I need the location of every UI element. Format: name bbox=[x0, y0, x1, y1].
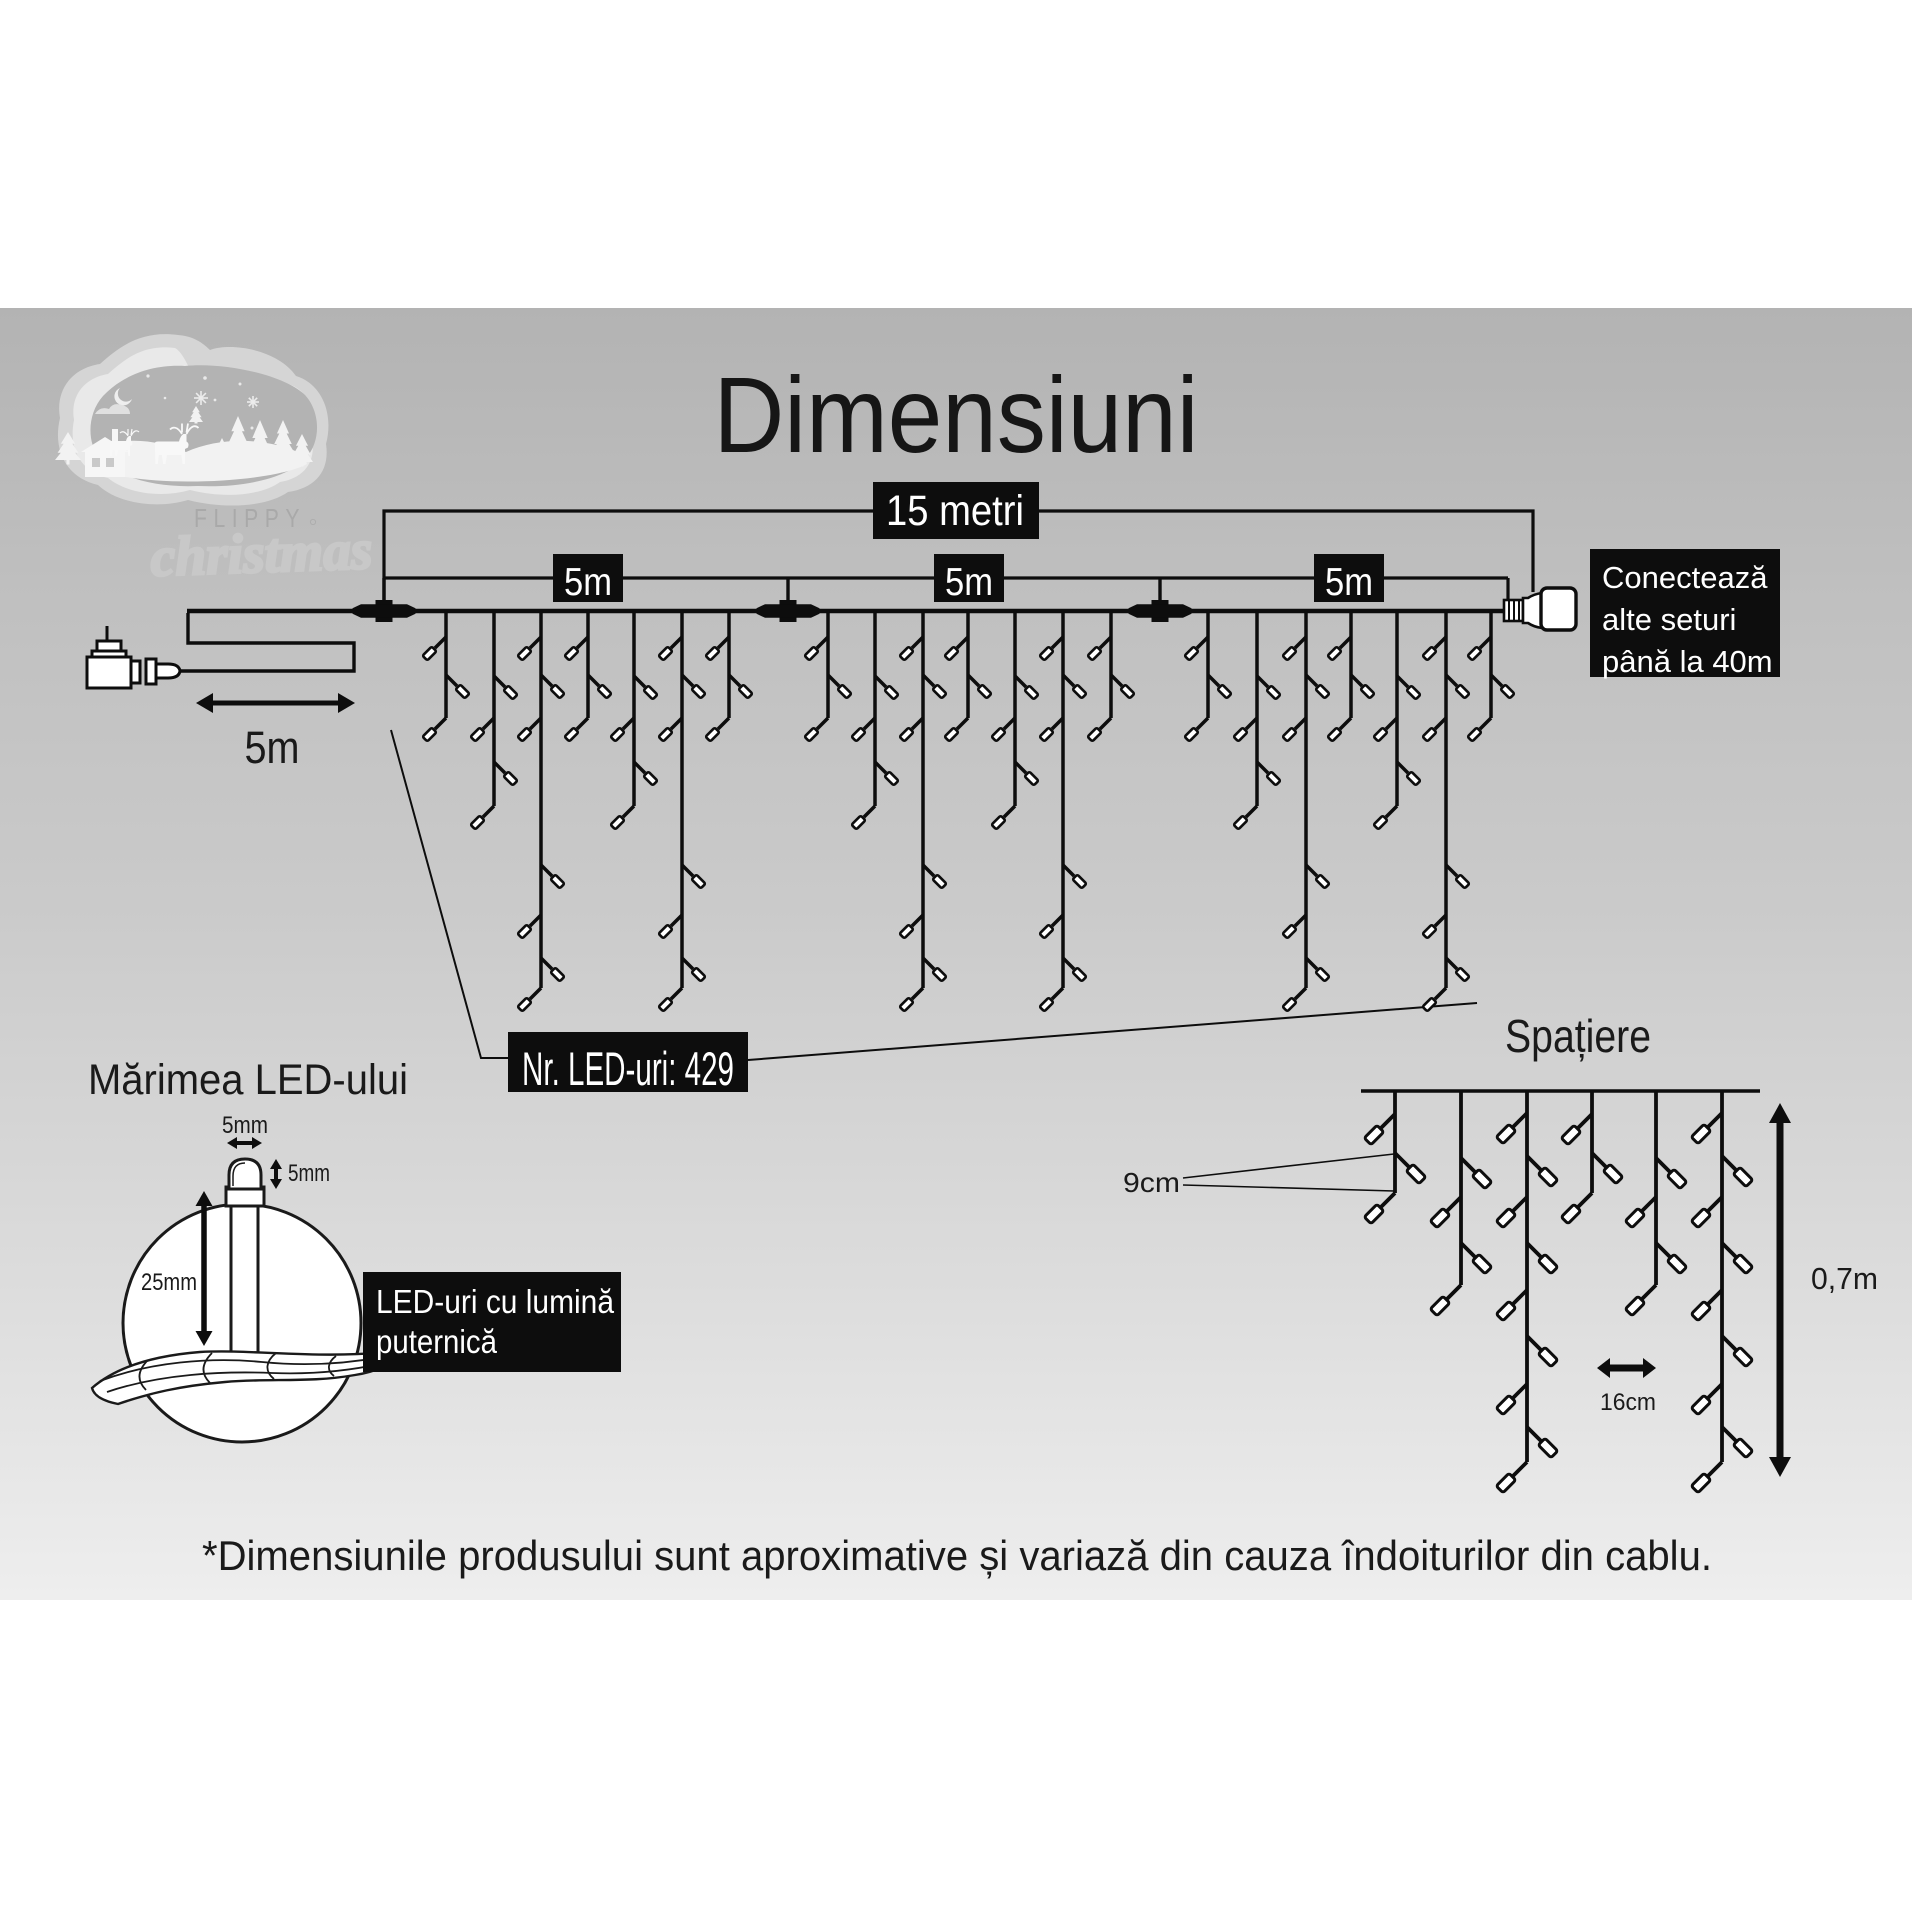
svg-text:Mărimea LED-ului: Mărimea LED-ului bbox=[88, 1056, 408, 1104]
svg-text:puternică: puternică bbox=[376, 1323, 498, 1360]
svg-text:25mm: 25mm bbox=[141, 1269, 197, 1296]
svg-text:Spațiere: Spațiere bbox=[1505, 1010, 1651, 1062]
svg-text:5m: 5m bbox=[1325, 561, 1373, 604]
svg-text:LED-uri cu lumină: LED-uri cu lumină bbox=[376, 1283, 615, 1320]
svg-text:FLIPPY: FLIPPY bbox=[194, 503, 306, 533]
svg-text:5m: 5m bbox=[245, 722, 300, 773]
svg-text:christmas: christmas bbox=[149, 519, 373, 589]
svg-text:0,7m: 0,7m bbox=[1811, 1261, 1878, 1296]
svg-text:9cm: 9cm bbox=[1123, 1167, 1180, 1198]
svg-text:Dimensiuni: Dimensiuni bbox=[714, 354, 1199, 475]
svg-text:5mm: 5mm bbox=[288, 1160, 330, 1187]
svg-text:până la 40m: până la 40m bbox=[1602, 644, 1773, 679]
svg-text:*Dimensiunile produsului sunt: *Dimensiunile produsului sunt aproximati… bbox=[202, 1532, 1712, 1579]
svg-text:Nr. LED-uri: 429: Nr. LED-uri: 429 bbox=[522, 1042, 734, 1095]
svg-text:16cm: 16cm bbox=[1600, 1389, 1656, 1416]
svg-text:15 metri: 15 metri bbox=[886, 487, 1024, 535]
svg-text:Conectează: Conectează bbox=[1602, 560, 1768, 595]
svg-text:5m: 5m bbox=[564, 561, 612, 604]
svg-text:5mm: 5mm bbox=[222, 1112, 268, 1139]
svg-text:alte seturi: alte seturi bbox=[1602, 602, 1736, 637]
svg-text:5m: 5m bbox=[945, 561, 993, 604]
